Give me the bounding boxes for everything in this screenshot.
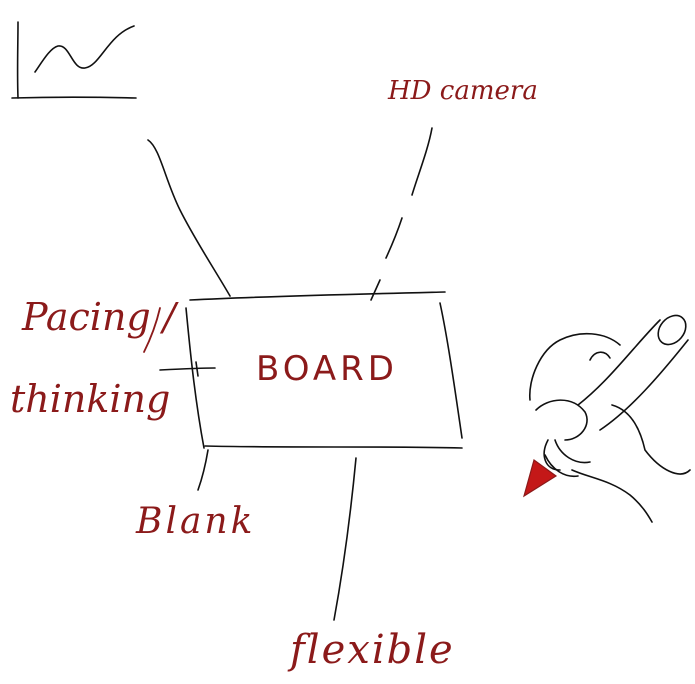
board-rectangle (185, 291, 463, 449)
camera-connector-line (370, 127, 433, 301)
hand-holding-marker-icon (523, 314, 691, 523)
line-chart-icon (11, 21, 137, 99)
pacing-connector-tick (195, 361, 199, 377)
pacing-label: Pacing / (22, 295, 176, 339)
board-label: BOARD (256, 349, 398, 389)
pacing-connector-line (159, 367, 216, 371)
thinking-label: thinking (10, 377, 171, 421)
blank-connector-line (197, 449, 209, 491)
blank-label: Blank (136, 501, 256, 542)
flexible-connector-line (333, 457, 357, 621)
flexible-label: flexible (290, 627, 455, 673)
hd-camera-label: HD camera (388, 76, 538, 106)
pacing-slash (143, 307, 161, 353)
chart-connector-line (147, 139, 231, 297)
